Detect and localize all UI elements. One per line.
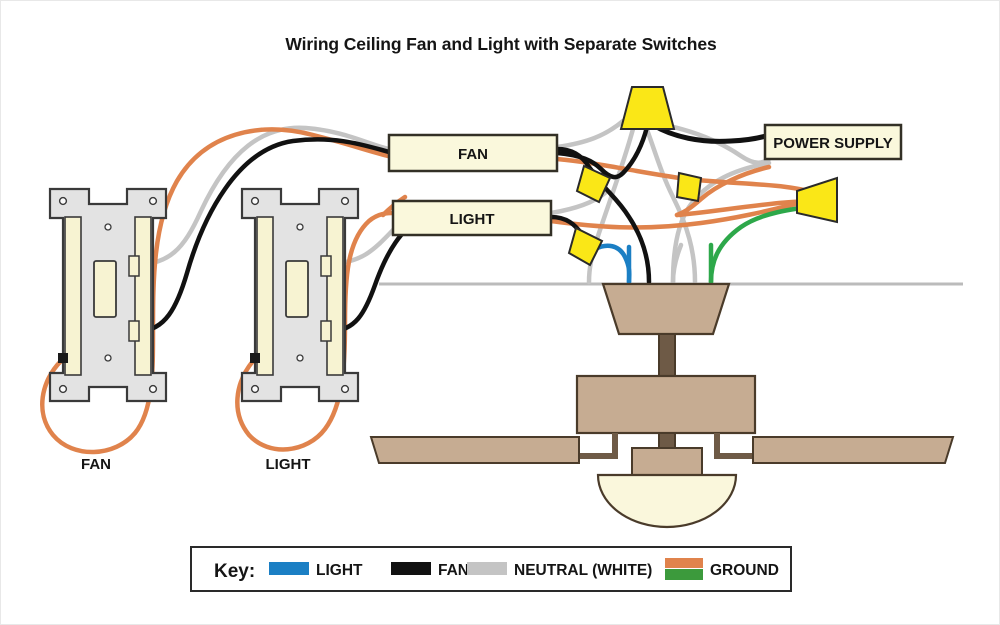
switch-fan-toggle[interactable]	[93, 260, 117, 318]
power-supply-box-rect[interactable]	[763, 123, 903, 161]
switch-fan[interactable]: FAN	[48, 187, 168, 473]
switch-light-ground-screw[interactable]	[250, 353, 260, 363]
fan-light-dome	[596, 473, 738, 529]
wire-nut-group	[567, 86, 838, 267]
switch-fan-terminal-neutral[interactable]	[128, 255, 140, 277]
legend-swatch-ground-green	[665, 569, 703, 580]
legend-swatch-light	[269, 562, 309, 575]
fan-box[interactable]: FAN	[387, 133, 559, 173]
legend-label-ground: GROUND	[710, 562, 779, 579]
switch-fan-screw-hole-br	[148, 384, 158, 394]
fan-light-kit-fitter	[631, 447, 703, 476]
switch-fan-ground-screw[interactable]	[58, 353, 68, 363]
switch-light[interactable]: LIGHT	[240, 187, 360, 473]
fan-blade-right	[752, 436, 955, 464]
switch-fan-screw-hole-tr	[148, 196, 158, 206]
power-supply-box[interactable]: POWER SUPPLY	[763, 123, 903, 161]
wire-nut-neutral-splice	[619, 86, 676, 130]
fan-wire-down-to-fixture	[598, 180, 652, 285]
switch-fan-screw-hole-bl	[58, 384, 68, 394]
switch-fan-rail-left	[64, 216, 82, 376]
switch-light-terminal-neutral[interactable]	[320, 255, 332, 277]
legend-label-neutral: NEUTRAL (WHITE)	[514, 562, 652, 579]
light-wire-to-fixture	[592, 243, 632, 285]
ceiling-fan-fixture	[369, 282, 955, 529]
fan-blade-bracket-left	[579, 433, 618, 459]
fan-motor-housing	[575, 374, 757, 435]
legend-swatch-fan	[391, 562, 431, 575]
legend: Key: LIGHT FAN NEUTRAL (WHITE) GROUND	[190, 546, 792, 592]
wire-nut-ground-bundle	[796, 176, 838, 224]
legend-item-ground: GROUND	[665, 558, 779, 580]
switch-light-rail-right	[326, 216, 344, 376]
fixture-lead-neutral	[670, 242, 684, 285]
switch-light-slot-hole-bottom	[296, 354, 304, 362]
legend-label-light: LIGHT	[316, 562, 363, 579]
legend-label-fan: FAN	[438, 562, 469, 579]
wire-nut-fan-splice	[575, 164, 612, 204]
light-box-rect[interactable]	[391, 199, 553, 237]
switch-light-screw-hole-bl	[250, 384, 260, 394]
legend-item-fan: FAN	[391, 562, 469, 579]
legend-swatch-neutral	[467, 562, 507, 575]
fan-box-label: FAN	[458, 146, 488, 163]
switch-fan-rail-right	[134, 216, 152, 376]
fan-wire-power-run	[650, 122, 772, 144]
legend-item-neutral: NEUTRAL (WHITE)	[467, 562, 652, 579]
switch-fan-terminal-hot[interactable]	[128, 320, 140, 342]
switch-light-slot-hole-top	[296, 223, 304, 231]
light-box[interactable]: LIGHT	[391, 199, 553, 237]
switch-light-caption: LIGHT	[266, 456, 311, 473]
fan-blade-bracket-right	[714, 433, 753, 459]
wire-nut-light-splice	[567, 226, 604, 267]
fan-downrod	[658, 333, 676, 380]
light-box-label: LIGHT	[450, 211, 495, 228]
legend-swatch-ground-orange	[665, 558, 703, 568]
page-title: Wiring Ceiling Fan and Light with Separa…	[285, 34, 717, 54]
legend-item-light: LIGHT	[269, 562, 363, 579]
switch-fan-slot-hole-bottom	[104, 354, 112, 362]
fan-canopy	[601, 282, 731, 336]
switch-light-screw-hole-tr	[340, 196, 350, 206]
power-supply-box-label: POWER SUPPLY	[773, 135, 892, 152]
neutral-wire-fan-box-out	[554, 118, 626, 150]
switch-fan-screw-hole-tl	[58, 196, 68, 206]
fan-wire-left-switch	[136, 137, 396, 334]
switch-light-screw-hole-br	[340, 384, 350, 394]
wire-nut-ground-splice	[675, 171, 703, 203]
switch-light-terminal-hot[interactable]	[320, 320, 332, 342]
switch-fan-slot-hole-top	[104, 223, 112, 231]
switch-light-rail-left	[256, 216, 274, 376]
switch-fan-caption: FAN	[81, 456, 111, 473]
switch-light-screw-hole-tl	[250, 196, 260, 206]
neutral-wire-nut-down-b	[643, 124, 698, 285]
switch-light-toggle[interactable]	[285, 260, 309, 318]
neutral-wire-left-switch	[134, 125, 396, 268]
fan-blade-left	[369, 436, 580, 464]
fan-box-rect[interactable]	[387, 133, 559, 173]
legend-title: Key:	[214, 561, 255, 582]
